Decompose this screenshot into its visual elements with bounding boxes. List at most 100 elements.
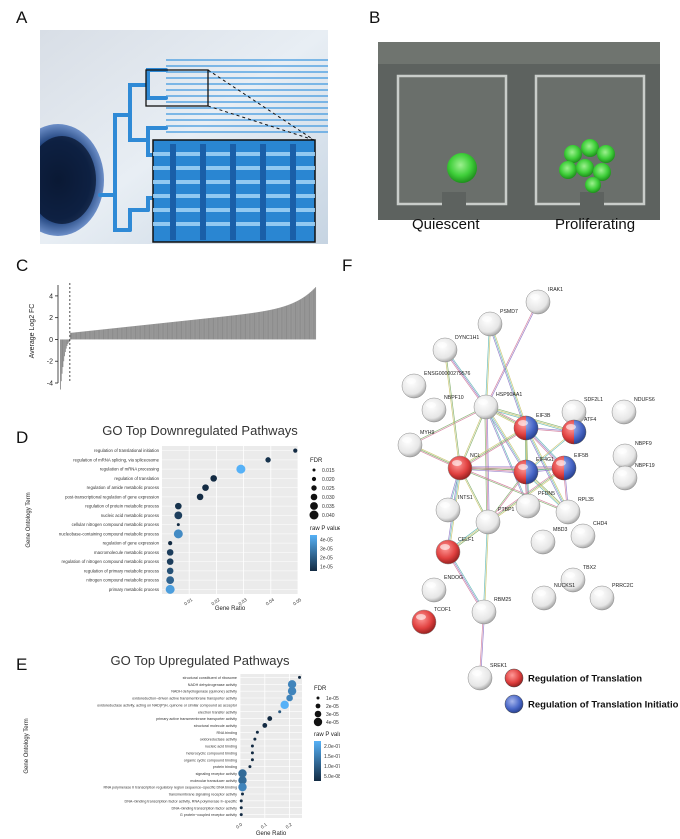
node-endog[interactable]	[421, 577, 447, 603]
charte-point-primary-active-transmembrane-transporter	[267, 716, 273, 721]
node-mbd3[interactable]	[530, 529, 556, 555]
node-tcof1[interactable]	[411, 609, 437, 635]
chart-c-bar	[77, 332, 79, 340]
node-pfdn5[interactable]	[515, 493, 541, 519]
edge-eif3b-ncl	[460, 428, 527, 470]
chart-c-bar	[287, 305, 289, 340]
chartd-category-label: regulation of gene expression	[103, 541, 160, 546]
node-eif5b[interactable]	[551, 455, 577, 481]
charte-color-legend-title: raw P value	[314, 732, 340, 738]
chart-c-bar	[188, 320, 189, 340]
node-label-ndufs6: NDUFS6	[634, 397, 655, 403]
node-irak1[interactable]	[525, 289, 551, 315]
node-srek1[interactable]	[467, 665, 493, 691]
chart-c-bar	[197, 319, 199, 340]
chart-c-bar	[106, 328, 108, 340]
node-label-ncl: NCL	[470, 453, 480, 459]
chart-c-bar	[140, 325, 142, 340]
chart-c-bar	[248, 313, 250, 340]
chart-c-bar	[270, 309, 271, 340]
chart-c-bar	[148, 324, 150, 340]
chart-c-bar	[139, 325, 141, 340]
chart-c-bar	[94, 330, 96, 340]
node-tbx2[interactable]	[560, 567, 586, 593]
chart-c-bar	[267, 310, 269, 340]
node-mbd3-highlight	[535, 534, 545, 540]
node-ndufs6[interactable]	[611, 399, 637, 425]
chart-c-bar	[274, 308, 276, 340]
chart-c-bar	[144, 324, 146, 340]
node-ensg00000279576[interactable]	[401, 373, 427, 399]
edge-ptbp1-eif5b	[487, 466, 564, 522]
panel-letter-d: D	[16, 428, 29, 447]
node-nbpf9[interactable]	[612, 443, 638, 469]
charte-point-dna-binding-transcription-factor-activit	[239, 799, 243, 803]
node-eif4g1[interactable]	[513, 459, 539, 485]
chartd-category-label: post-transcriptional regulation of gene …	[65, 494, 159, 499]
node-ncl[interactable]	[447, 455, 473, 481]
chart-c-bar	[82, 331, 84, 340]
node-label-pfdn5: PFDN5	[538, 491, 555, 497]
chart-c-bar	[202, 318, 204, 340]
node-ensg00000279576-highlight	[406, 378, 416, 384]
node-nbpf10[interactable]	[421, 397, 447, 423]
node-prrc2c[interactable]	[589, 585, 615, 611]
node-eif3b[interactable]	[513, 415, 539, 441]
node-celf1-circle	[435, 539, 461, 565]
chart-c-bar	[86, 331, 88, 340]
chart-c-bar	[284, 305, 286, 340]
chart-c-bar	[244, 313, 246, 340]
chart-c-bar	[183, 320, 184, 340]
chart-c-bar	[149, 324, 151, 340]
node-myh9[interactable]	[397, 432, 423, 458]
node-hsp90aa1-circle	[473, 394, 499, 420]
chart-c-bar	[134, 326, 136, 340]
node-hsp90aa1[interactable]	[473, 394, 499, 420]
edge-hsp90aa1-myh9	[409, 406, 486, 445]
chart-c-bar	[120, 327, 122, 340]
charte-xtick-label: 0.0	[235, 822, 243, 830]
node-psmd7[interactable]	[477, 311, 503, 337]
node-ints1[interactable]	[435, 497, 461, 523]
chart-c-bar	[78, 331, 80, 340]
node-dync1h1[interactable]	[432, 337, 458, 363]
chart-c-bar	[159, 323, 161, 340]
node-nucks1[interactable]	[531, 585, 557, 611]
chart-c-bar	[242, 314, 244, 340]
chart-c-bar	[186, 320, 188, 340]
chart-c-bar	[268, 310, 270, 340]
node-chd4[interactable]	[570, 523, 596, 549]
chart-c-bar	[107, 328, 109, 340]
node-ptbp1[interactable]	[475, 509, 501, 535]
node-rpl35[interactable]	[555, 499, 581, 525]
chart-c-bar	[176, 321, 178, 340]
chart-c-bar	[168, 322, 170, 340]
chart-c-bar	[224, 316, 226, 340]
chart-c-bar	[183, 320, 185, 340]
node-nbpf19[interactable]	[612, 465, 638, 491]
edge-ncl-rpl35	[459, 468, 568, 513]
node-sdf2l1[interactable]	[561, 399, 587, 425]
charte-point-nadh-dehydrogenase-quinone-activity	[287, 686, 297, 696]
chart-c-bar	[253, 312, 255, 340]
chart-c-bar	[76, 332, 78, 340]
chart-c-bar	[99, 329, 101, 340]
chart-c-bar	[135, 325, 137, 340]
chart-c-bar	[110, 328, 112, 340]
chartd-point-nucleobase-containing-compound-metabolic	[173, 529, 183, 539]
chart-c-bar	[195, 319, 197, 340]
node-rbm25[interactable]	[471, 599, 497, 625]
chart-c-bar	[165, 322, 166, 340]
chartd-category-label: macromolecule metabolic process	[94, 550, 159, 555]
node-celf1[interactable]	[435, 539, 461, 565]
chartd-point-regulation-of-translational-initiation	[293, 448, 298, 453]
charte-xlabel: Gene Ratio	[256, 831, 287, 837]
node-atf4[interactable]	[561, 419, 587, 445]
node-label-eif4g1: EIF4G1	[536, 457, 554, 463]
chart-c-bar	[162, 323, 164, 340]
chart-c-yticks: 420-2-4	[47, 293, 58, 388]
chartd-category-label: cellular nitrogen compound metabolic pro…	[72, 522, 159, 527]
chart-c-bar	[307, 293, 309, 340]
chartd-ylabel: Gene Ontology Term	[26, 492, 32, 547]
